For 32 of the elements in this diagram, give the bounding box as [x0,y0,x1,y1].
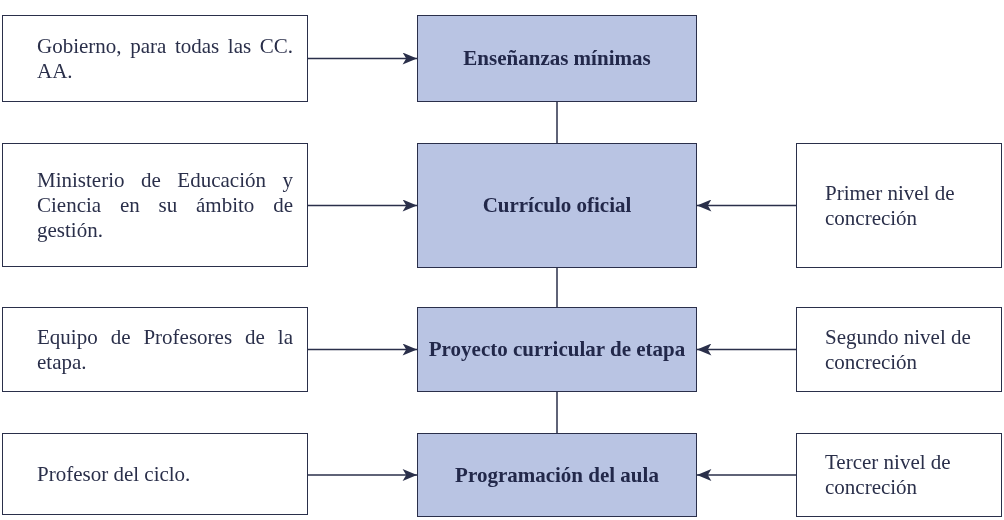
arrow [307,199,418,212]
connector-line [556,101,558,144]
stage-title: Enseñanzas mínimas [463,46,651,71]
arrow [307,469,418,481]
arrow [696,343,797,356]
arrow [696,469,797,481]
description-box [2,307,308,392]
description-text: Equipo de Profesores de la etapa. [36,324,294,375]
description-text: Ministerio de Educación y Ciencia en su ámbito de gestión. [36,167,294,243]
arrow [696,199,797,212]
stage-box [417,433,697,517]
description-text: Profesor del ciclo. [36,461,192,487]
description-box [796,433,1002,517]
stage-box [417,307,697,392]
connector-line [556,391,558,434]
description-text: Gobierno, para todas las CC. AA. [36,33,294,84]
arrow [307,52,418,65]
connector-line [556,267,558,308]
description-box [2,143,308,267]
stage-title: Programación del aula [455,462,659,488]
description-text: Tercer nivel de concreción [824,450,952,500]
description-box [796,307,1002,392]
description-box [2,433,308,515]
stage-title: Proyecto curricular de etapa [428,337,686,362]
stage-box [417,15,697,102]
description-text: Primer nivel de concreción [824,180,956,231]
description-box [796,143,1002,268]
stage-box [417,143,697,268]
description-text: Segundo nivel de concreción [824,324,972,375]
stage-title: Currículo oficial [482,193,632,218]
arrow [307,343,418,356]
description-box [2,15,308,102]
